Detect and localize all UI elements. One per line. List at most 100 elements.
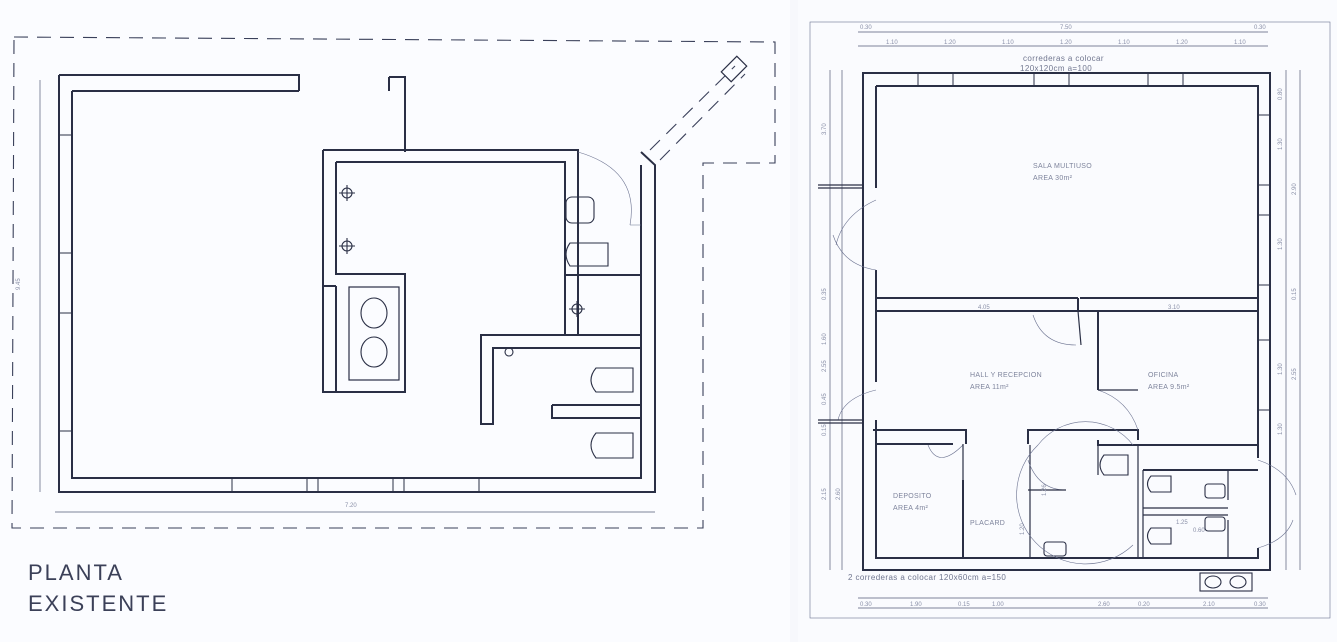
proposed-floor-plan-drawing: correderas a colocar 120x120cm a=100 2 c…	[809, 21, 1331, 619]
door-swings	[832, 199, 1297, 565]
dim-bottom-7: 2.10	[1203, 602, 1215, 608]
plan-title-line2: EXISTENTE	[28, 591, 169, 616]
window-right-2	[1257, 214, 1271, 286]
dim-top-sub-3: 1.10	[1002, 40, 1014, 46]
room-oficina-name: OFICINA	[1148, 372, 1179, 379]
dim-bottom-2: 1.90	[910, 602, 922, 608]
dim-height-label: 9.45	[16, 278, 22, 290]
plan-title-line1: PLANTA	[28, 560, 124, 585]
note-top-line1: correderas a colocar	[1023, 54, 1104, 63]
window-top-2	[1033, 72, 1070, 87]
dim-top-1: 0.30	[860, 25, 872, 31]
room-oficina-area: AREA 9.5m²	[1148, 384, 1190, 391]
double-sink	[1199, 572, 1253, 592]
dim-inner-1: 4.05	[978, 305, 990, 311]
dim-inner-5: 0.60	[1193, 528, 1205, 534]
dim-inner-2: 3.10	[1168, 305, 1180, 311]
room-deposito-area: AREA 4m²	[893, 505, 928, 512]
dim-right-6: 1.30	[1278, 363, 1284, 375]
dim-inner-6: 1.20	[1020, 523, 1026, 535]
diagonal-access	[649, 65, 746, 161]
toilet-right-2	[1146, 527, 1172, 545]
sheet-frame	[809, 21, 1331, 619]
sink-basin-2	[360, 336, 388, 368]
toilet-2	[590, 432, 634, 459]
sliding-doors	[818, 184, 863, 424]
note-bottom: 2 correderas a colocar 120x60cm a=150	[848, 573, 1006, 582]
existing-plan-sheet: 9.45 7.20 PLANTA EXISTENTE	[11, 36, 776, 616]
dim-bottom-6: 0.20	[1138, 602, 1150, 608]
window-right-3	[1257, 339, 1271, 411]
sink-accessible	[1043, 541, 1067, 557]
dim-bottom-5: 2.60	[1098, 602, 1110, 608]
sink-right-2	[1204, 516, 1226, 532]
dim-top-2: 7.50	[1060, 25, 1072, 31]
site-boundary	[11, 36, 776, 529]
dim-top-sub-4: 1.20	[1060, 40, 1072, 46]
window-top-1	[917, 72, 954, 87]
room-hall-name: HALL Y RECEPCION	[970, 372, 1042, 379]
dim-left-2: 0.35	[822, 288, 828, 300]
floor-drain	[504, 347, 514, 357]
room-placard-name: PLACARD	[970, 520, 1005, 527]
door-leaves	[962, 310, 1138, 491]
dim-right-2: 1.30	[1278, 138, 1284, 150]
window-left-3	[58, 312, 73, 432]
dim-inner-4: 1.25	[1176, 520, 1188, 526]
sink-right-1	[1204, 483, 1226, 499]
dim-top-sub-5: 1.10	[1118, 40, 1130, 46]
stall-walls	[551, 149, 641, 419]
proposed-plan-sheet: correderas a colocar 120x120cm a=100 2 c…	[798, 0, 1337, 642]
window-bottom-3	[403, 477, 480, 493]
dim-right-1: 0.80	[1278, 88, 1284, 100]
toilet-1	[590, 367, 634, 393]
drain-symbols	[339, 185, 585, 317]
dim-inner-3: 1.26	[1042, 484, 1048, 496]
toilet-3	[565, 242, 609, 267]
dim-left-1: 3.70	[822, 123, 828, 135]
outer-wall-inner	[875, 85, 1259, 559]
dim-left-5: 0.45	[822, 393, 828, 405]
door-swing	[577, 151, 641, 226]
dimension-chains	[829, 31, 1301, 609]
dim-top-sub-7: 1.10	[1234, 40, 1246, 46]
partition-walls	[873, 297, 1258, 558]
room-deposito-name: DEPOSITO	[893, 493, 932, 500]
window-bottom-2	[317, 477, 394, 493]
dim-left-3: 1.60	[822, 333, 828, 345]
dim-right-7: 2.55	[1292, 368, 1298, 380]
room-sala-area: AREA 30m²	[1033, 175, 1073, 182]
window-top-3	[1147, 72, 1184, 87]
counter	[348, 286, 400, 381]
dim-right-5: 0.15	[1292, 288, 1298, 300]
dim-right-4: 1.30	[1278, 238, 1284, 250]
double-sink-basin-1	[1204, 575, 1222, 589]
dim-bottom-4: 1.00	[992, 602, 1004, 608]
toilet-accessible	[1099, 454, 1129, 476]
dim-left-8: 2.60	[836, 488, 842, 500]
window-left-1	[58, 134, 73, 254]
dim-bottom-3: 0.15	[958, 602, 970, 608]
dim-left-7: 2.15	[822, 488, 828, 500]
dim-bottom-1: 0.30	[860, 602, 872, 608]
dim-bottom-8: 0.30	[1254, 602, 1266, 608]
dim-top-sub-1: 1.10	[886, 40, 898, 46]
dim-top-sub-6: 1.20	[1176, 40, 1188, 46]
double-sink-basin-2	[1229, 575, 1247, 589]
existing-floor-plan-drawing: 9.45 7.20	[11, 36, 776, 529]
dim-width-label: 7.20	[345, 503, 357, 509]
outer-wall-top-right	[388, 76, 406, 152]
toilet-right-1	[1146, 475, 1172, 493]
dim-top-3: 0.30	[1254, 25, 1266, 31]
room-sala-name: SALA MULTIUSO	[1033, 163, 1092, 170]
sink-basin-1	[360, 297, 388, 329]
window-bottom-1	[231, 477, 308, 493]
dim-top-sub-2: 1.20	[944, 40, 956, 46]
dim-right-8: 1.30	[1278, 423, 1284, 435]
outer-wall-outer	[862, 72, 1271, 571]
bathroom-partitions	[1029, 445, 1229, 558]
dim-left-6: 0.15	[822, 424, 828, 436]
washbasin	[565, 196, 595, 224]
dim-right-3: 2.90	[1292, 183, 1298, 195]
room-hall-area: AREA 11m²	[970, 384, 1009, 391]
